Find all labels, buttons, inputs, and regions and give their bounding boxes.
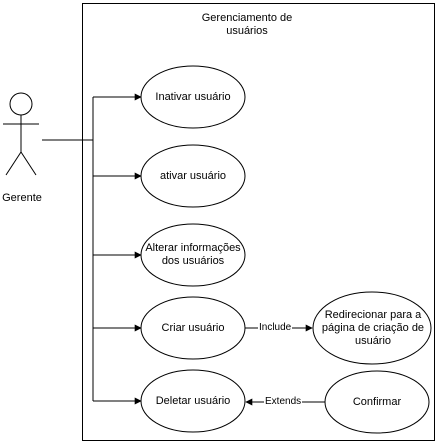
use-case-label-inativar: Inativar usuário — [155, 90, 231, 103]
actor-right-leg — [20, 151, 37, 176]
use-case-label-criar: Criar usuário — [161, 321, 225, 334]
use-case-alterar — [140, 223, 246, 287]
extends-label: Extends — [264, 396, 303, 408]
use-case-label-redirecionar: Redirecionar para a página de criação de… — [321, 308, 425, 347]
system-boundary — [82, 3, 435, 441]
actor-figure — [3, 92, 39, 176]
use-case-redirecionar — [312, 291, 432, 365]
use-case-ativar — [140, 144, 246, 208]
system-title: Gerenciamento de usuários — [201, 12, 293, 37]
use-case-label-ativar: ativar usuário — [159, 169, 227, 182]
include-label: Include — [258, 322, 293, 334]
actor-left-leg — [5, 151, 22, 176]
use-case-label-alterar: Alterar informações dos usuários — [145, 242, 241, 267]
use-case-inativar — [140, 65, 246, 129]
use-case-label-confirmar: Confirmar — [352, 395, 402, 408]
use-case-label-deletar: Deletar usuário — [155, 394, 231, 407]
actor-associations — [42, 93, 142, 405]
actor-label: Gerente — [2, 192, 42, 204]
use-case-deletar — [140, 369, 246, 433]
actor-head — [9, 92, 33, 116]
